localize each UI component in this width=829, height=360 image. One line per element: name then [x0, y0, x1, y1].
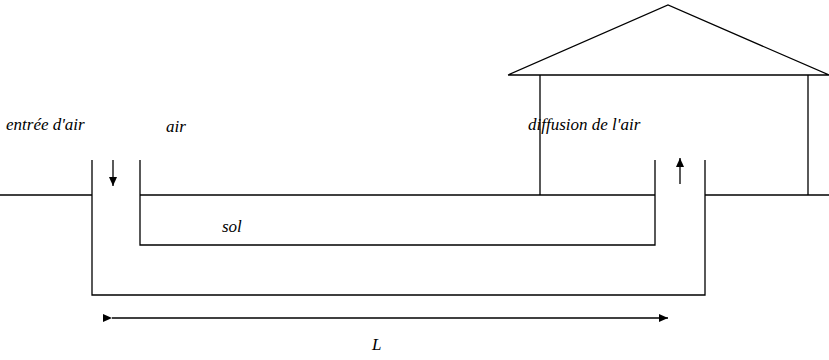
air-outlet-arrow	[679, 158, 680, 184]
outlet-label: diffusion de l'air	[528, 116, 640, 133]
ground-line	[140, 194, 655, 195]
medium-label: air	[166, 118, 186, 135]
pipe-inner-wall	[140, 160, 655, 245]
ground-line	[0, 194, 92, 195]
pipe-outer-wall	[92, 160, 705, 295]
inlet-label: entrée d'air	[6, 116, 85, 133]
soil-label: sol	[222, 218, 242, 235]
dimension-line	[112, 317, 668, 318]
ground-line	[705, 194, 829, 195]
house	[508, 5, 829, 195]
dimension-label: L	[372, 336, 381, 353]
air-inlet-arrow	[112, 160, 113, 186]
